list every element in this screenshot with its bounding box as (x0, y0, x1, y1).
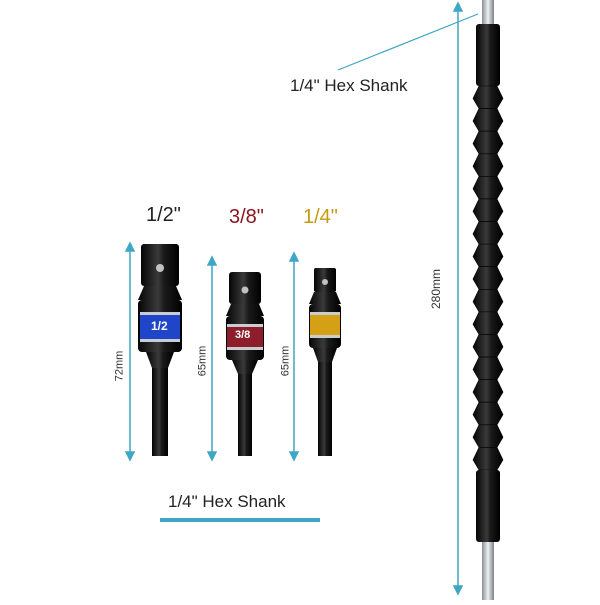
flex-segment (472, 153, 504, 177)
leader-line (337, 13, 479, 71)
length-label-72mm: 72mm (113, 350, 126, 382)
dimension-line-280mm (452, 1, 464, 596)
top-collar (476, 24, 500, 86)
flex-segment (472, 243, 504, 268)
color-band-red (227, 324, 263, 350)
socket-adapter-three-eighths (226, 272, 264, 456)
color-band-gold (310, 312, 340, 338)
flex-segment (472, 108, 504, 132)
flex-segment (472, 424, 504, 448)
flex-segment (472, 356, 504, 380)
hex-shank-underline (160, 518, 320, 522)
flex-segment (472, 334, 504, 358)
flex-segment (472, 198, 504, 222)
flex-segment (472, 221, 504, 245)
dimension-line-72mm (124, 241, 136, 462)
flex-segment (472, 176, 504, 200)
flex-segment (472, 130, 504, 155)
length-label-65mm-b: 65mm (279, 345, 292, 377)
socket-adapter-half-inch (138, 244, 182, 456)
bottom-hex-shank-label: 1/4" Hex Shank (168, 492, 286, 511)
adapter-size-label-2: 3/8" (229, 206, 264, 228)
flex-segment (472, 401, 504, 426)
color-band-blue (140, 312, 180, 342)
band-text-2: 3/8 (235, 329, 251, 341)
flex-segment (472, 379, 504, 403)
dimension-line-65mm-a (206, 255, 218, 462)
top-hex-shank-label: 1/4" Hex Shank (290, 76, 408, 95)
dimension-line-65mm-b (288, 251, 300, 462)
flex-length-label-280mm: 280mm (429, 268, 444, 310)
flex-segment (472, 447, 504, 471)
flex-segment (472, 85, 504, 109)
adapter-size-label-1: 1/2" (146, 204, 181, 226)
flex-segment (472, 266, 504, 290)
bottom-collar (476, 470, 500, 542)
bottom-hex-tip (482, 542, 494, 600)
flex-segment (472, 288, 504, 313)
adapter-size-label-3: 1/4" (303, 206, 338, 228)
band-text-1: 1/2 (151, 319, 168, 333)
length-label-65mm-a: 65mm (196, 345, 209, 377)
top-hex-tip (482, 0, 494, 26)
flexible-extension-shaft (472, 0, 504, 600)
socket-adapter-quarter-inch (309, 268, 341, 456)
flex-segment (472, 311, 504, 335)
